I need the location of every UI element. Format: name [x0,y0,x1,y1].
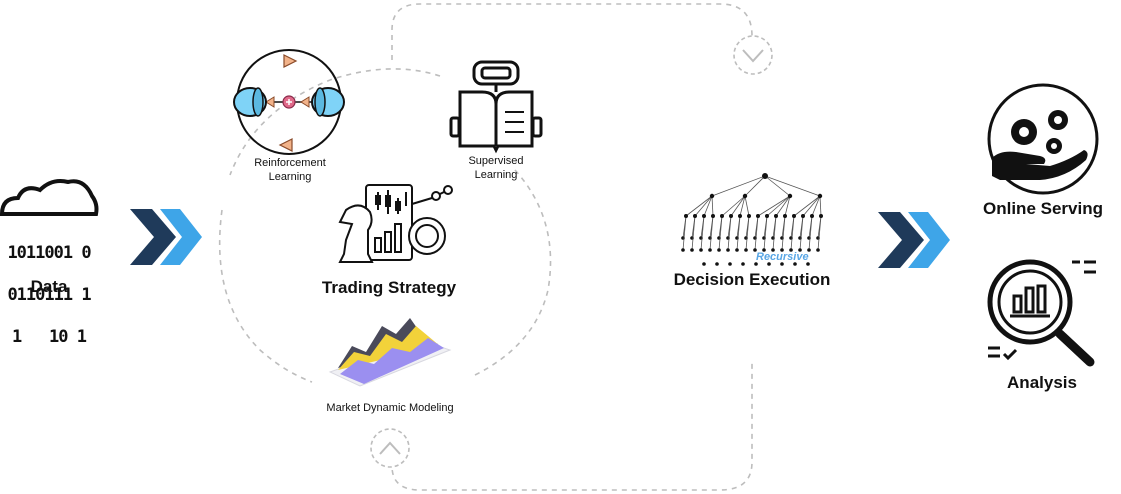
binary-row: 0110111 1 [7,285,91,305]
data-label: Data [30,277,68,296]
market-wave-chart-icon [328,318,452,387]
trading-strategy-label: Trading Strategy [321,278,457,297]
binary-row: 1011001 0 [7,243,91,263]
market-dynamic-modeling-label: Market Dynamic Modeling [326,402,454,414]
binary-digits: 1011001 0 0110111 1 1 10 1 [0,218,98,358]
binary-row: 1 10 1 [12,327,87,347]
decision-tree-icon [681,173,823,266]
analysis-label: Analysis [1007,373,1077,392]
supervised-learning-label: Supervised Learning [468,155,524,181]
trading-chess-chart-icon [338,184,453,263]
dashed-loop-outer [391,3,753,491]
reinforcement-cycle-icon [233,49,345,155]
online-serving-label: Online Serving [983,199,1103,218]
hand-gears-icon [987,83,1099,195]
chevron-up-icon [370,428,410,468]
reinforcement-learning-label: Reinforcement Learning [254,157,326,183]
decision-execution-label: Decision Execution [673,270,831,289]
chevron-double-right-icon [130,209,202,265]
chevron-double-right-icon [878,212,950,268]
recursive-label: Recursive [756,251,809,263]
dashed-loop-inner [218,68,552,383]
chevron-down-icon [733,35,773,75]
cloud-binary-icon [0,179,99,216]
robot-reading-book-icon [449,60,543,154]
magnifier-bar-chart-icon [987,259,1096,367]
